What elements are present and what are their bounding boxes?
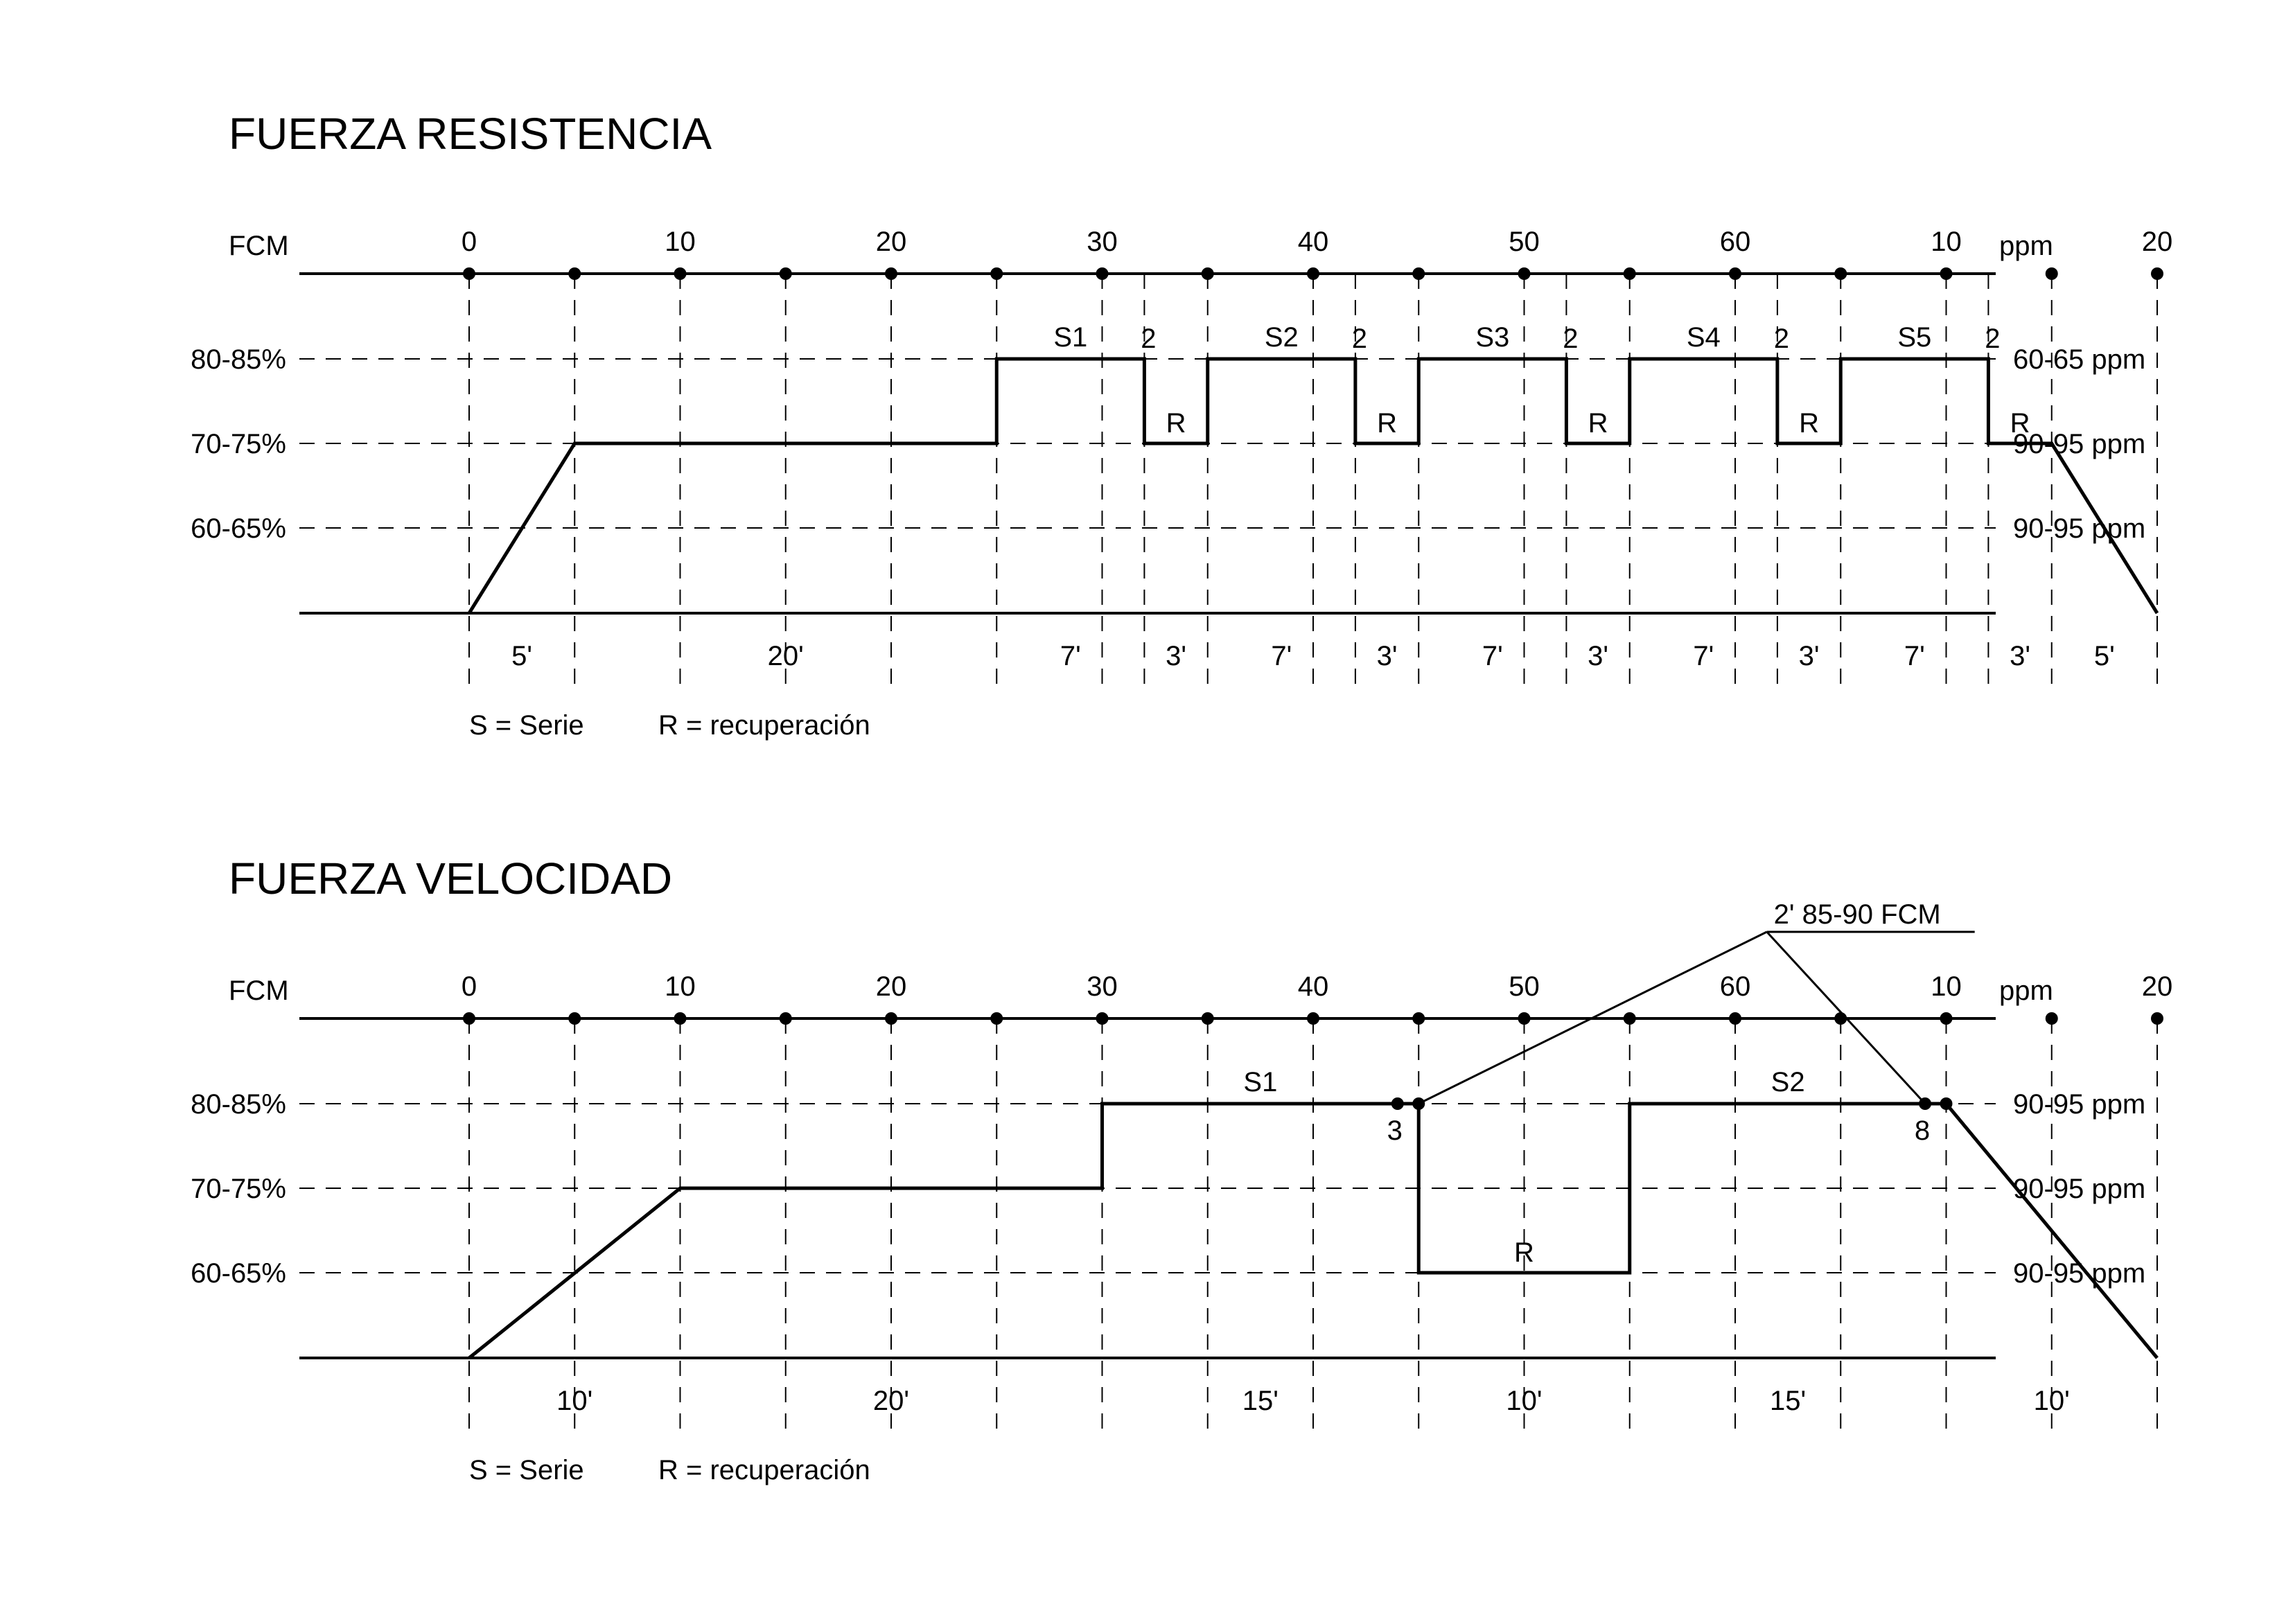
tick-label: 10 — [665, 227, 696, 257]
rest-label: R — [1588, 408, 1608, 439]
legend-recuperacion: R = recuperación — [658, 1455, 870, 1485]
duration-label: 7' — [1904, 641, 1925, 671]
series-label: S1 — [1053, 322, 1087, 353]
panel-title: FUERZA VELOCIDAD — [229, 854, 672, 903]
level-label-left: 60-65% — [191, 1258, 286, 1289]
duration-label: 3' — [1166, 641, 1186, 671]
duration-label: 3' — [1588, 641, 1608, 671]
legend-serie: S = Serie — [469, 710, 584, 741]
panel-2: FUERZA VELOCIDAD FCM ppm 80-85% 90-95 ppm 70-… — [191, 854, 2172, 1485]
series-label: S2 — [1771, 1067, 1805, 1097]
annotation-leader — [1766, 930, 1926, 1105]
axis-label-right: ppm — [1999, 231, 2053, 261]
level-label-left: 80-85% — [191, 1089, 286, 1120]
duration-label: 20' — [873, 1386, 909, 1416]
tick-label: 0 — [462, 227, 477, 257]
rest-label: R — [1799, 408, 1819, 439]
count-label: 2 — [1141, 324, 1156, 354]
duration-label: 3' — [1377, 641, 1398, 671]
duration-label: 10' — [556, 1386, 592, 1416]
rest-label: R — [2010, 408, 2030, 439]
tick-label: 0 — [462, 971, 477, 1002]
tick-label: 10 — [1931, 227, 1962, 257]
level-label-right: 90-95 ppm — [2013, 1174, 2145, 1204]
duration-label: 5' — [511, 641, 532, 671]
rest-label: R — [1166, 408, 1186, 439]
tick-label: 10 — [1931, 971, 1962, 1002]
duration-label: 7' — [1482, 641, 1503, 671]
duration-label: 3' — [2010, 641, 2030, 671]
annotation-leader — [1418, 930, 1768, 1105]
series-label: S4 — [1687, 322, 1721, 353]
series-label: S2 — [1265, 322, 1299, 353]
tick-label: 20 — [2142, 971, 2173, 1002]
tick-label: 60 — [1720, 227, 1751, 257]
count-label: 2 — [1563, 324, 1578, 354]
panel-1: FUERZA RESISTENCIA FCM ppm 80-85% 60-65 ppm 7… — [191, 109, 2172, 741]
duration-label: 7' — [1060, 641, 1081, 671]
intensity-profile — [467, 357, 2159, 615]
duration-label: 15' — [1770, 1386, 1806, 1416]
level-label-right: 90-95 ppm — [2013, 1089, 2145, 1120]
tick-label: 20 — [876, 227, 907, 257]
annotation-text: 2' 85-90 FCM — [1774, 899, 1941, 930]
tick-label: 30 — [1087, 227, 1118, 257]
level-label-left: 70-75% — [191, 429, 286, 459]
legend-serie: S = Serie — [469, 1455, 584, 1485]
axis-label-left: FCM — [229, 976, 289, 1006]
level-label-left: 70-75% — [191, 1174, 286, 1204]
level-label-right: 60-65 ppm — [2013, 344, 2145, 375]
rest-label: R — [1377, 408, 1397, 439]
duration-label: 3' — [1799, 641, 1820, 671]
marker-point — [1391, 1097, 1404, 1110]
duration-label: 10' — [2034, 1386, 2070, 1416]
axis-label-left: FCM — [229, 231, 289, 261]
duration-label: 10' — [1506, 1386, 1542, 1416]
count-label: 8 — [1915, 1115, 1930, 1146]
level-label-left: 60-65% — [191, 513, 286, 544]
count-label: 2 — [1352, 324, 1367, 354]
count-label: 3 — [1387, 1115, 1403, 1146]
duration-label: 20' — [768, 641, 804, 671]
tick-label: 20 — [2142, 227, 2173, 257]
axis-label-right: ppm — [1999, 976, 2053, 1006]
panel-title: FUERZA RESISTENCIA — [229, 109, 712, 159]
tick-label: 20 — [876, 971, 907, 1002]
series-label: S1 — [1243, 1067, 1277, 1097]
duration-label: 7' — [1693, 641, 1714, 671]
tick-label: 40 — [1298, 971, 1329, 1002]
tick-label: 40 — [1298, 227, 1329, 257]
count-label: 2 — [1774, 324, 1789, 354]
series-label: S3 — [1475, 322, 1509, 353]
level-label-right: 90-95 ppm — [2013, 513, 2145, 544]
series-label: S5 — [1897, 322, 1931, 353]
duration-label: 5' — [2094, 641, 2115, 671]
tick-label: 10 — [665, 971, 696, 1002]
intensity-profile — [468, 1102, 2159, 1359]
duration-label: 15' — [1242, 1386, 1279, 1416]
tick-label: 50 — [1509, 227, 1540, 257]
count-label: 2 — [1985, 324, 2000, 354]
rest-label: R — [1514, 1237, 1534, 1268]
tick-label: 30 — [1087, 971, 1118, 1002]
tick-label: 50 — [1509, 971, 1540, 1002]
marker-point — [1940, 1097, 1953, 1110]
tick-label: 60 — [1720, 971, 1751, 1002]
legend-recuperacion: R = recuperación — [658, 710, 870, 741]
duration-label: 7' — [1271, 641, 1292, 671]
level-label-left: 80-85% — [191, 344, 286, 375]
